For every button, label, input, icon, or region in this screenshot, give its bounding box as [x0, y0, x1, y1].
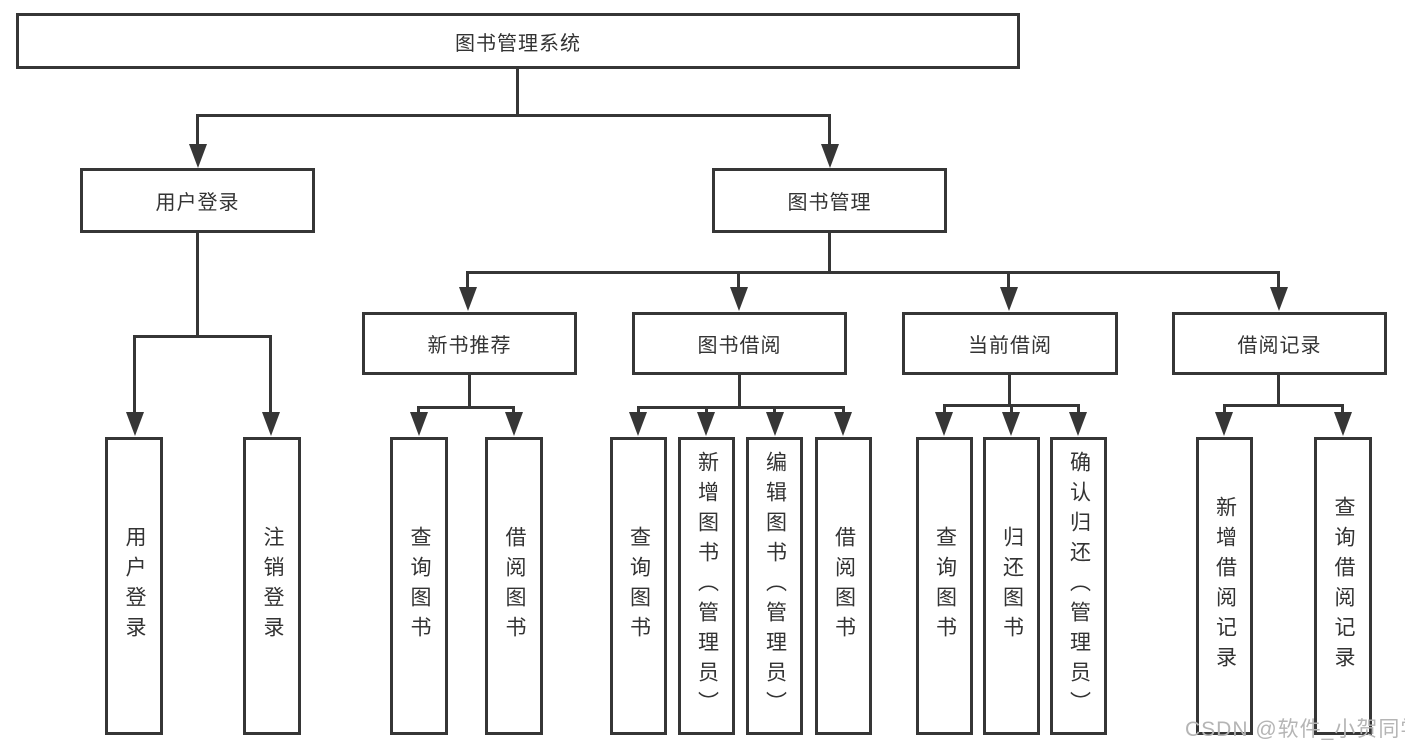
node-label: 图书借阅 [697, 335, 782, 357]
connector-line [1277, 271, 1280, 291]
connector-line [466, 271, 469, 291]
arrowhead-icon [730, 287, 748, 311]
connector-line [133, 335, 272, 338]
arrowhead-icon [1002, 412, 1020, 436]
node-label: 查询借阅记录 [1332, 496, 1355, 676]
connector-line [828, 114, 831, 146]
connector-line [1077, 404, 1080, 416]
leaf-borrow-books: 借阅图书 [815, 437, 872, 735]
arrowhead-icon [834, 412, 852, 436]
connector-line [417, 406, 420, 416]
connector-line [1223, 404, 1344, 407]
connector-line [943, 404, 946, 416]
arrowhead-icon [189, 144, 207, 168]
leaf-add-borrow-record: 新增借阅记录 [1196, 437, 1253, 735]
connector-line [773, 406, 776, 416]
node-label: 确认归还（管理员） [1067, 451, 1091, 721]
node-label: 查询图书 [933, 526, 957, 646]
leaf-query-books-recommend: 查询图书 [390, 437, 448, 735]
node-label: 图书管理系统 [455, 32, 581, 55]
connector-line [1223, 404, 1226, 416]
connector-line [828, 232, 831, 274]
arrowhead-icon [821, 144, 839, 168]
arrowhead-icon [1334, 412, 1352, 436]
node-book-management: 图书管理 [712, 168, 947, 233]
leaf-user-login: 用户登录 [105, 437, 163, 735]
node-label: 借阅记录 [1237, 335, 1322, 357]
arrowhead-icon [1270, 287, 1288, 311]
connector-line [196, 114, 199, 146]
connector-line [738, 374, 741, 408]
connector-line [196, 232, 199, 338]
connector-line [705, 406, 708, 416]
connector-line [842, 406, 845, 416]
connector-line [637, 406, 640, 416]
node-label: 借阅图书 [832, 526, 856, 646]
leaf-borrow-books-recommend: 借阅图书 [485, 437, 543, 735]
connector-line [1008, 374, 1011, 407]
leaf-add-books-admin: 新增图书（管理员） [678, 437, 735, 735]
arrowhead-icon [1000, 287, 1018, 311]
node-label: 归还图书 [1000, 526, 1024, 646]
connector-line [1341, 404, 1344, 416]
node-label: 用户登录 [123, 526, 146, 646]
node-label: 新增图书（管理员） [695, 451, 719, 721]
connector-line [468, 374, 471, 408]
node-label: 查询图书 [408, 526, 431, 646]
connector-line [1010, 404, 1013, 416]
arrowhead-icon [697, 412, 715, 436]
connector-line [516, 68, 519, 116]
connector-line [737, 271, 740, 291]
connector-line [417, 406, 515, 409]
leaf-confirm-return-admin: 确认归还（管理员） [1050, 437, 1107, 735]
node-book-borrow: 图书借阅 [632, 312, 847, 375]
connector-line [466, 271, 1280, 274]
node-root: 图书管理系统 [16, 13, 1020, 69]
node-label: 新书推荐 [427, 335, 512, 357]
arrowhead-icon [1069, 412, 1087, 436]
leaf-edit-books-admin: 编辑图书（管理员） [746, 437, 803, 735]
leaf-query-borrow-record: 查询借阅记录 [1314, 437, 1372, 735]
node-label: 编辑图书（管理员） [763, 451, 787, 721]
node-label: 注销登录 [261, 526, 284, 646]
node-label: 图书管理 [787, 192, 872, 214]
node-current-borrow: 当前借阅 [902, 312, 1118, 375]
connector-line [1277, 374, 1280, 407]
arrowhead-icon [935, 412, 953, 436]
arrowhead-icon [766, 412, 784, 436]
node-label: 新增借阅记录 [1213, 496, 1237, 676]
connector-line [637, 406, 845, 409]
leaf-query-books-borrow: 查询图书 [610, 437, 667, 735]
arrowhead-icon [126, 412, 144, 436]
node-borrow-record: 借阅记录 [1172, 312, 1387, 375]
connector-line [196, 114, 831, 117]
arrowhead-icon [505, 412, 523, 436]
connector-line [512, 406, 515, 416]
node-label: 查询图书 [627, 526, 651, 646]
arrowhead-icon [1215, 412, 1233, 436]
connector-line [1007, 271, 1010, 291]
arrowhead-icon [410, 412, 428, 436]
node-user-login: 用户登录 [80, 168, 315, 233]
arrowhead-icon [262, 412, 280, 436]
node-label: 用户登录 [155, 192, 240, 214]
arrowhead-icon [459, 287, 477, 311]
node-label: 借阅图书 [503, 526, 526, 646]
leaf-logout: 注销登录 [243, 437, 301, 735]
watermark: CSDN @软件_小贺同学 [1185, 718, 1405, 741]
leaf-return-books: 归还图书 [983, 437, 1040, 735]
connector-line [133, 335, 136, 415]
arrowhead-icon [629, 412, 647, 436]
node-new-book-recommend: 新书推荐 [362, 312, 577, 375]
connector-line [269, 335, 272, 415]
leaf-query-books-current: 查询图书 [916, 437, 973, 735]
node-label: 当前借阅 [968, 335, 1052, 357]
